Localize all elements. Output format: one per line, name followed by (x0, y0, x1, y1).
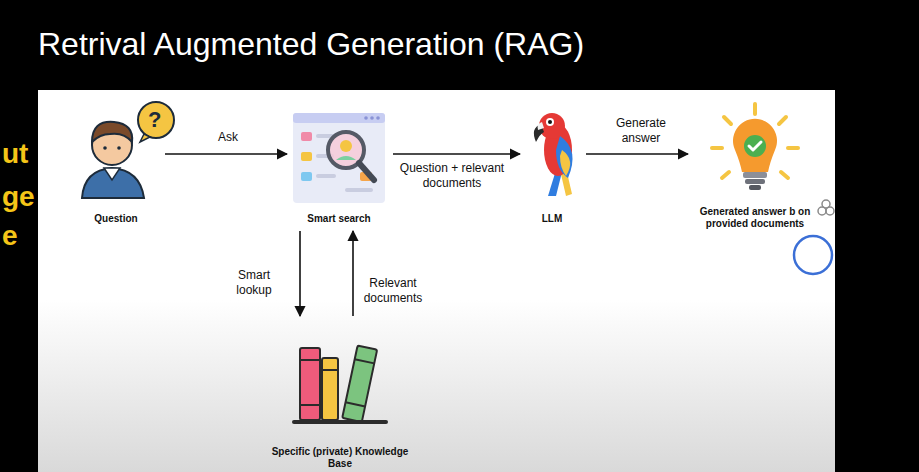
arrow-connector (165, 153, 287, 155)
parrot-icon (534, 113, 573, 196)
node-label: Generated answer b on provided documents (695, 206, 815, 230)
question-mark: ? (148, 107, 161, 133)
arrow-connector (299, 231, 301, 316)
icon-node: Smart search (289, 110, 389, 229)
edge-label: Smart lookup (223, 268, 285, 298)
edge-label: Relevant documents (360, 276, 426, 306)
bulb-body (733, 119, 777, 190)
icon-node: Question (71, 100, 161, 229)
edge-label: Generate answer (605, 116, 677, 146)
background-fragment: ut (2, 138, 28, 170)
edge-label: Ask (198, 130, 258, 145)
icon-node: Specific (private) Knowledge Base (255, 318, 425, 472)
arrow-connector (586, 153, 688, 155)
icon-node: Generated answer b on provided documents (690, 102, 820, 234)
icon-node: LLM (522, 112, 582, 229)
edge-label: Question + relevant documents (388, 161, 516, 191)
search-icon (293, 113, 385, 203)
background-fragment: ge (2, 181, 35, 213)
bulb-icon (712, 104, 798, 178)
background-fragment: e (2, 220, 18, 252)
person-icon (82, 102, 174, 198)
arrow-connector (352, 231, 354, 316)
arrow-connector (393, 153, 520, 155)
slide-panel (38, 90, 835, 472)
books-icon (294, 346, 386, 423)
node-label: LLM (542, 213, 563, 225)
node-label: Smart search (307, 213, 370, 225)
cursor-ring (794, 236, 832, 274)
node-label: Specific (private) Knowledge Base (260, 446, 420, 470)
diagram-title: Retrival Augmented Generation (RAG) (38, 26, 584, 63)
overlay-icon (818, 200, 834, 215)
node-label: Question (94, 213, 137, 225)
